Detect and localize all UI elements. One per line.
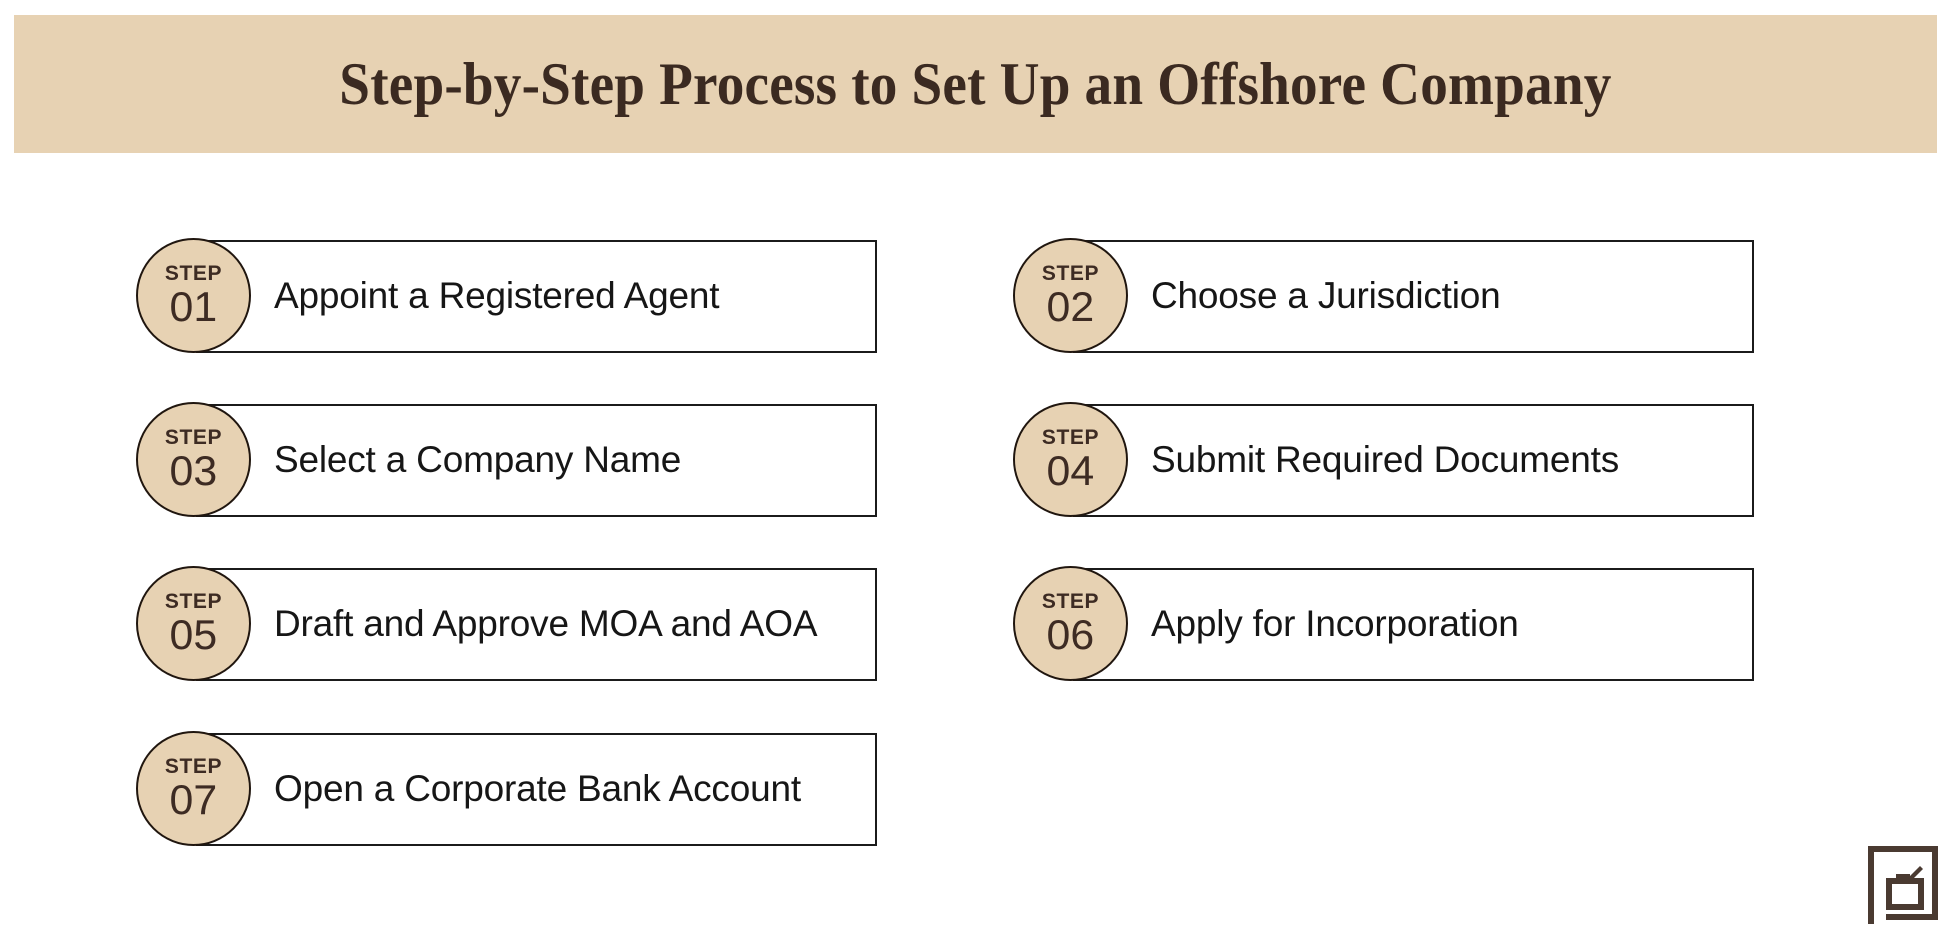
step-number-07: 07 bbox=[169, 776, 218, 823]
step-box-01 bbox=[196, 240, 877, 353]
step-box-07 bbox=[196, 733, 877, 846]
step-number-05: 05 bbox=[169, 611, 218, 658]
step-badge-04: STEP 04 bbox=[1013, 402, 1128, 517]
step-label-07: Open a Corporate Bank Account bbox=[274, 768, 801, 810]
page-title: Step-by-Step Process to Set Up an Offsho… bbox=[339, 51, 1612, 117]
step-box-06 bbox=[1073, 568, 1754, 681]
step-badge-01: STEP 01 bbox=[136, 238, 251, 353]
brand-mark-icon bbox=[1864, 842, 1942, 928]
step-badge-07: STEP 07 bbox=[136, 731, 251, 846]
step-box-03 bbox=[196, 404, 877, 517]
header-band: Step-by-Step Process to Set Up an Offsho… bbox=[14, 15, 1937, 153]
step-number-04: 04 bbox=[1046, 447, 1095, 494]
step-number-02: 02 bbox=[1046, 283, 1095, 330]
step-box-04 bbox=[1073, 404, 1754, 517]
step-label-03: Select a Company Name bbox=[274, 439, 682, 481]
step-box-05 bbox=[196, 568, 877, 681]
step-word-07: STEP bbox=[164, 755, 223, 778]
step-word-02: STEP bbox=[1041, 262, 1100, 285]
step-word-05: STEP bbox=[164, 590, 223, 613]
step-box-02 bbox=[1073, 240, 1754, 353]
step-number-06: 06 bbox=[1046, 611, 1095, 658]
step-number-01: 01 bbox=[169, 283, 218, 330]
step-label-04: Submit Required Documents bbox=[1151, 439, 1619, 481]
step-badge-06: STEP 06 bbox=[1013, 566, 1128, 681]
step-badge-03: STEP 03 bbox=[136, 402, 251, 517]
step-label-06: Apply for Incorporation bbox=[1151, 603, 1519, 645]
step-badge-05: STEP 05 bbox=[136, 566, 251, 681]
step-label-05: Draft and Approve MOA and AOA bbox=[274, 603, 818, 645]
step-word-03: STEP bbox=[164, 426, 223, 449]
step-label-02: Choose a Jurisdiction bbox=[1151, 275, 1501, 317]
step-word-01: STEP bbox=[164, 262, 223, 285]
step-word-06: STEP bbox=[1041, 590, 1100, 613]
step-number-03: 03 bbox=[169, 447, 218, 494]
step-badge-02: STEP 02 bbox=[1013, 238, 1128, 353]
step-label-01: Appoint a Registered Agent bbox=[274, 275, 720, 317]
step-word-04: STEP bbox=[1041, 426, 1100, 449]
